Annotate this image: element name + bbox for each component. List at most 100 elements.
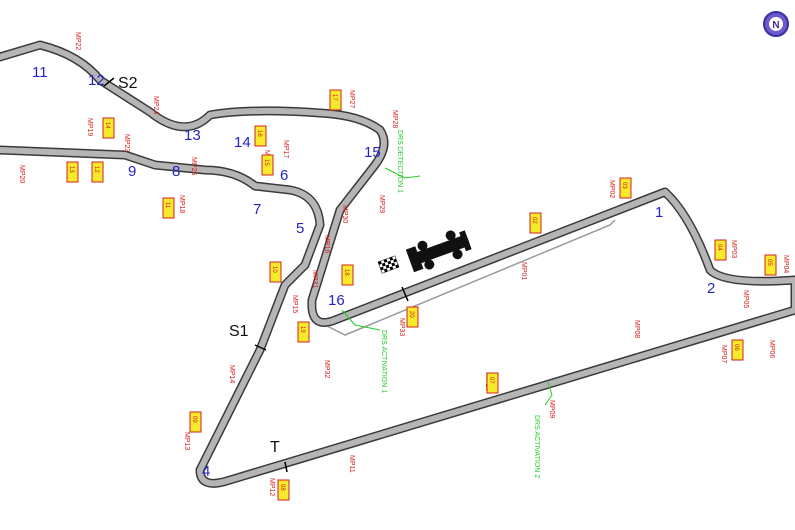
sector-1-line [254,344,267,351]
turn-numbers: 1 2 4 5 6 7 8 9 11 12 13 14 15 16 [32,64,715,480]
mp-label: MP19 [86,118,93,136]
mp-label: MP14 [228,365,235,383]
svg-text:06: 06 [733,344,739,351]
racing-circuit [0,40,795,488]
mp-label: MP33 [398,318,405,336]
start-finish-line [401,286,409,302]
turn-15-label: 15 [364,144,381,161]
turn-1-label: 1 [655,204,663,221]
turn-7-label: 7 [253,201,261,218]
mp-label: MP03 [730,240,737,258]
mp-label: MP22 [74,32,81,50]
mp-label: MP28 [391,110,398,128]
marshal-post: 08 [277,479,290,501]
turn-2-label: 2 [707,280,715,297]
svg-text:03: 03 [621,182,627,189]
marshal-post: 11 [162,197,175,219]
mp-label: MP29 [378,195,385,213]
mp-label: MP07 [720,345,727,363]
drs-activation-1-label: DRS ACTIVATION 1 [380,330,387,393]
marshal-post: 17 [329,89,342,111]
turn-9-label: 9 [128,163,136,180]
marshal-post: 19 [297,321,310,343]
pit-lane [324,219,616,336]
mp-label: MP15 [291,295,298,313]
marshal-post: 05 [764,254,777,276]
mp-label: MP24 [152,96,159,114]
mp-label: MP32 [323,360,330,378]
marshal-post: 14 [102,117,115,139]
svg-text:13: 13 [68,166,74,173]
marshal-post: 20 [406,306,419,328]
marshal-posts: 17 16 15 12 13 14 11 18 19 20 10 09 08 0… [66,89,777,501]
speed-trap-line [284,461,288,473]
mp-label: MP30 [341,205,348,223]
marshal-post: 10 [269,261,282,283]
mp-label: MP05 [742,290,749,308]
mp-label: MP09 [548,400,555,418]
mp-label: MP27 [348,90,355,108]
svg-text:18: 18 [343,269,349,276]
turn-14-label: 14 [234,134,251,151]
drs-detection-1-label: DRS DETECTION 1 [396,130,403,193]
svg-text:09: 09 [191,416,197,423]
turn-16-label: 16 [328,292,345,309]
marshal-post: 04 [714,239,727,261]
sector-2-line [103,77,115,87]
svg-text:04: 04 [716,244,722,251]
marshal-post: 18 [341,264,354,286]
compass-icon: N [763,11,789,37]
svg-text:14: 14 [104,122,110,129]
turn-6-label: 6 [280,167,288,184]
marshal-post: 13 [66,161,79,183]
mp-label: MP18 [178,195,185,213]
mp-label: MP31 [311,270,318,288]
marshal-post: 09 [189,411,202,433]
checkered-flag-icon [377,255,400,274]
drs-activation-1-line [341,309,381,331]
svg-text:08: 08 [279,484,285,491]
svg-text:20: 20 [408,311,414,318]
mp-label: MP08 [633,320,640,338]
marshal-post: 06 [731,339,744,361]
mp-label: MP13 [183,432,190,450]
marshal-post: 16 [254,125,267,147]
drs-activation-2-label: DRS ACTIVATION 2 [533,415,540,478]
turn-13-label: 13 [184,127,201,144]
mp-label: MP06 [768,340,775,358]
drs-detection-1-line [384,167,421,179]
mp-label: MP04 [782,255,789,273]
svg-text:10: 10 [271,266,277,273]
marshal-post: 03 [619,177,632,199]
marshal-post: 12 [91,161,104,183]
compass-label: N [772,20,779,31]
marshal-post: 07 [486,372,499,394]
marshal-post: 15 [261,154,274,176]
mp-label: MP20 [18,165,25,183]
turn-4-label: 4 [202,463,210,480]
speed-trap-label: T [270,439,280,456]
turn-11-label: 11 [32,64,48,81]
marshal-post: 02 [529,212,542,234]
mp-label: MP12 [268,478,275,496]
svg-text:11: 11 [164,202,170,209]
sector-1-label: S1 [229,323,249,340]
sector-2-label: S2 [118,75,138,92]
svg-text:05: 05 [766,259,772,266]
turn-8-label: 8 [172,163,180,180]
drs-activation-2-line [544,381,553,406]
turn-12-label: 12 [88,72,105,89]
race-car-icon [405,230,472,273]
mp-label: MP23 [123,134,130,152]
svg-text:15: 15 [263,159,269,166]
mp-label: MP17 [282,140,289,158]
svg-text:16: 16 [256,130,262,137]
svg-text:17: 17 [331,94,337,101]
mp-label: MP25 [190,157,197,175]
mp-label: MP11 [348,455,355,473]
svg-text:02: 02 [531,217,537,224]
mp-label: MP16 [323,235,330,253]
turn-5-label: 5 [296,220,304,237]
